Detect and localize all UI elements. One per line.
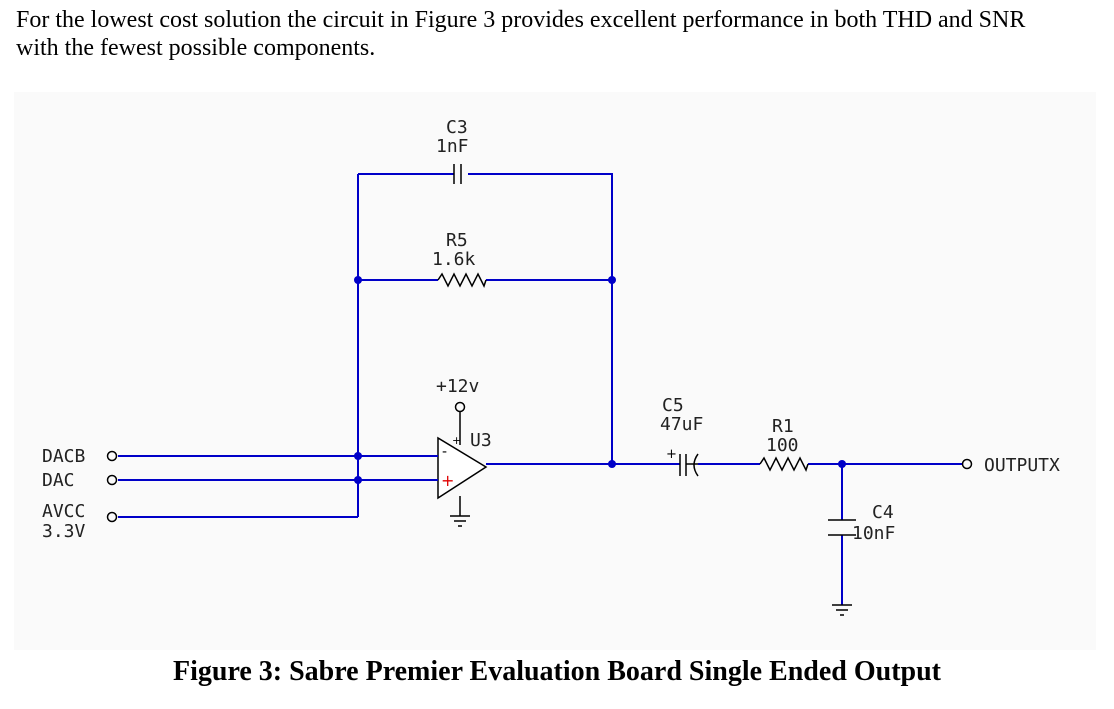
supply-label: +12v bbox=[436, 376, 479, 397]
output-path bbox=[486, 463, 962, 605]
input-wires bbox=[118, 455, 438, 518]
avcc-value-label: 3.3V bbox=[42, 521, 86, 542]
c5-value-label: 47uF bbox=[660, 414, 703, 435]
dac-label: DAC bbox=[42, 470, 75, 491]
intro-line-2: with the fewest possible components. bbox=[16, 35, 376, 61]
r5-resistor: R5 1.6k bbox=[432, 230, 487, 288]
r1-value-label: 100 bbox=[766, 435, 799, 456]
u3-opamp: U3 - + + bbox=[437, 430, 492, 527]
c3-feedback-wire bbox=[358, 173, 613, 464]
c4-value-label: 10nF bbox=[852, 523, 895, 544]
u3-minus-label: - bbox=[442, 444, 447, 460]
c3-ref-label: C3 bbox=[446, 117, 468, 138]
r5-ref-label: R5 bbox=[446, 230, 468, 251]
output-terminal: OUTPUTX bbox=[961, 455, 1060, 476]
figure-background bbox=[14, 92, 1096, 650]
input-terminals: DACB DAC AVCC 3.3V bbox=[42, 446, 118, 542]
junction-dot bbox=[354, 276, 362, 284]
output-label: OUTPUTX bbox=[984, 455, 1060, 476]
u3-plus-label: + bbox=[441, 471, 454, 490]
c5-polarity-label: + bbox=[666, 447, 677, 462]
c4-capacitor: C4 10nF bbox=[828, 502, 895, 616]
figure-caption: Figure 3: Sabre Premier Evaluation Board… bbox=[172, 656, 941, 687]
c5-capacitor: + C5 47uF bbox=[660, 395, 703, 477]
junction-dots bbox=[354, 276, 846, 484]
c4-ref-label: C4 bbox=[872, 502, 894, 523]
intro-line-1: For the lowest cost solution the circuit… bbox=[16, 7, 1026, 33]
u3-ref-label: U3 bbox=[470, 430, 492, 451]
r1-ref-label: R1 bbox=[772, 416, 794, 437]
dacb-label: DACB bbox=[42, 446, 85, 467]
c5-ref-label: C5 bbox=[662, 395, 684, 416]
junction-dot bbox=[354, 476, 362, 484]
junction-dot bbox=[838, 460, 846, 468]
supply-terminal: +12v bbox=[436, 376, 479, 445]
intro-paragraph: For the lowest cost solution the circuit… bbox=[16, 6, 1096, 62]
junction-dot bbox=[608, 276, 616, 284]
junction-dot bbox=[354, 452, 362, 460]
c3-value-label: 1nF bbox=[436, 136, 469, 157]
r5-value-label: 1.6k bbox=[432, 249, 476, 270]
c3-capacitor: C3 1nF bbox=[436, 117, 469, 184]
r1-resistor: R1 100 bbox=[759, 416, 809, 472]
u3-plus-supply-label: + bbox=[452, 434, 461, 447]
junction-dot bbox=[608, 460, 616, 468]
avcc-label: AVCC bbox=[42, 501, 85, 522]
